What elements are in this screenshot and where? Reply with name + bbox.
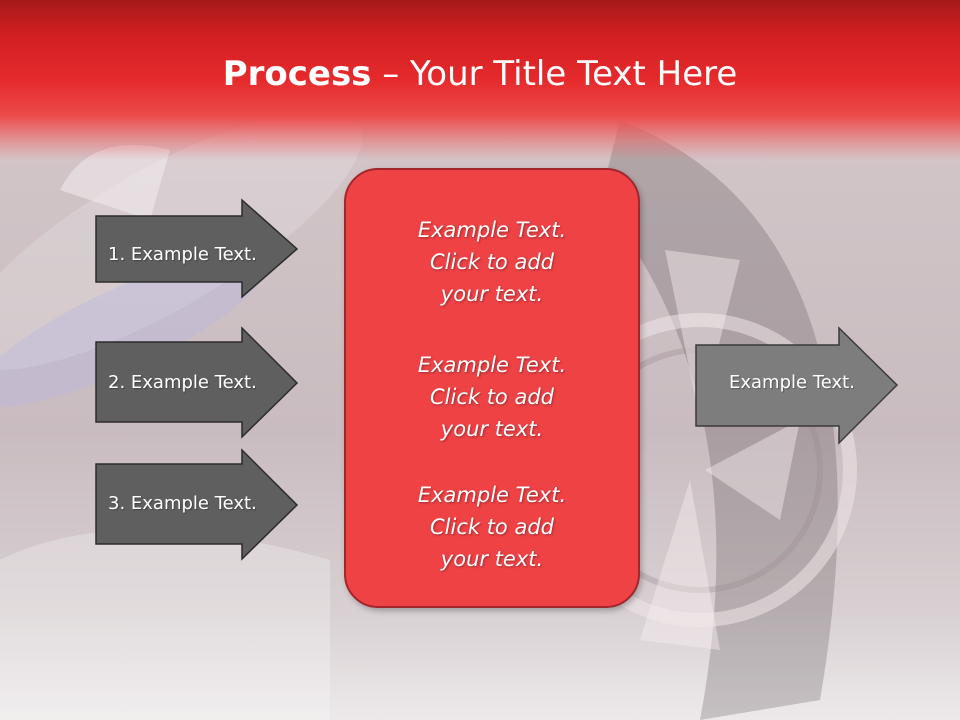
center-paragraph-3: Example Text. Click to add your text.: [346, 479, 638, 575]
step-arrow-3[interactable]: [94, 448, 300, 562]
step-arrow-1[interactable]: [94, 198, 300, 300]
title-rest: – Your Title Text Here: [371, 54, 738, 94]
title-bold: Process: [222, 54, 372, 94]
center-paragraph-3-line-2: Click to add: [429, 515, 554, 539]
step-label-1: 1. Example Text.: [108, 244, 257, 265]
output-arrow-label: Example Text.: [729, 372, 855, 393]
center-text-box[interactable]: Example Text. Click to add your text. Ex…: [344, 168, 640, 608]
center-paragraph-1-line-1: Example Text.: [417, 218, 567, 242]
center-paragraph-2-line-2: Click to add: [429, 385, 554, 409]
center-paragraph-3-line-1: Example Text.: [417, 483, 567, 507]
center-paragraph-2-line-1: Example Text.: [417, 353, 567, 377]
center-paragraph-1-line-2: Click to add: [429, 250, 554, 274]
center-paragraph-2-line-3: your text.: [440, 417, 544, 441]
title-bar: [0, 0, 960, 160]
step-arrow-2[interactable]: [94, 326, 300, 440]
output-arrow[interactable]: [694, 326, 900, 446]
center-paragraph-3-line-3: your text.: [440, 547, 544, 571]
center-paragraph-1-line-3: your text.: [440, 282, 544, 306]
step-label-3: 3. Example Text.: [108, 493, 257, 514]
step-label-2: 2. Example Text.: [108, 372, 257, 393]
center-paragraph-1: Example Text. Click to add your text.: [346, 214, 638, 310]
slide-title[interactable]: Process – Your Title Text Here: [0, 52, 960, 96]
center-paragraph-2: Example Text. Click to add your text.: [346, 349, 638, 445]
